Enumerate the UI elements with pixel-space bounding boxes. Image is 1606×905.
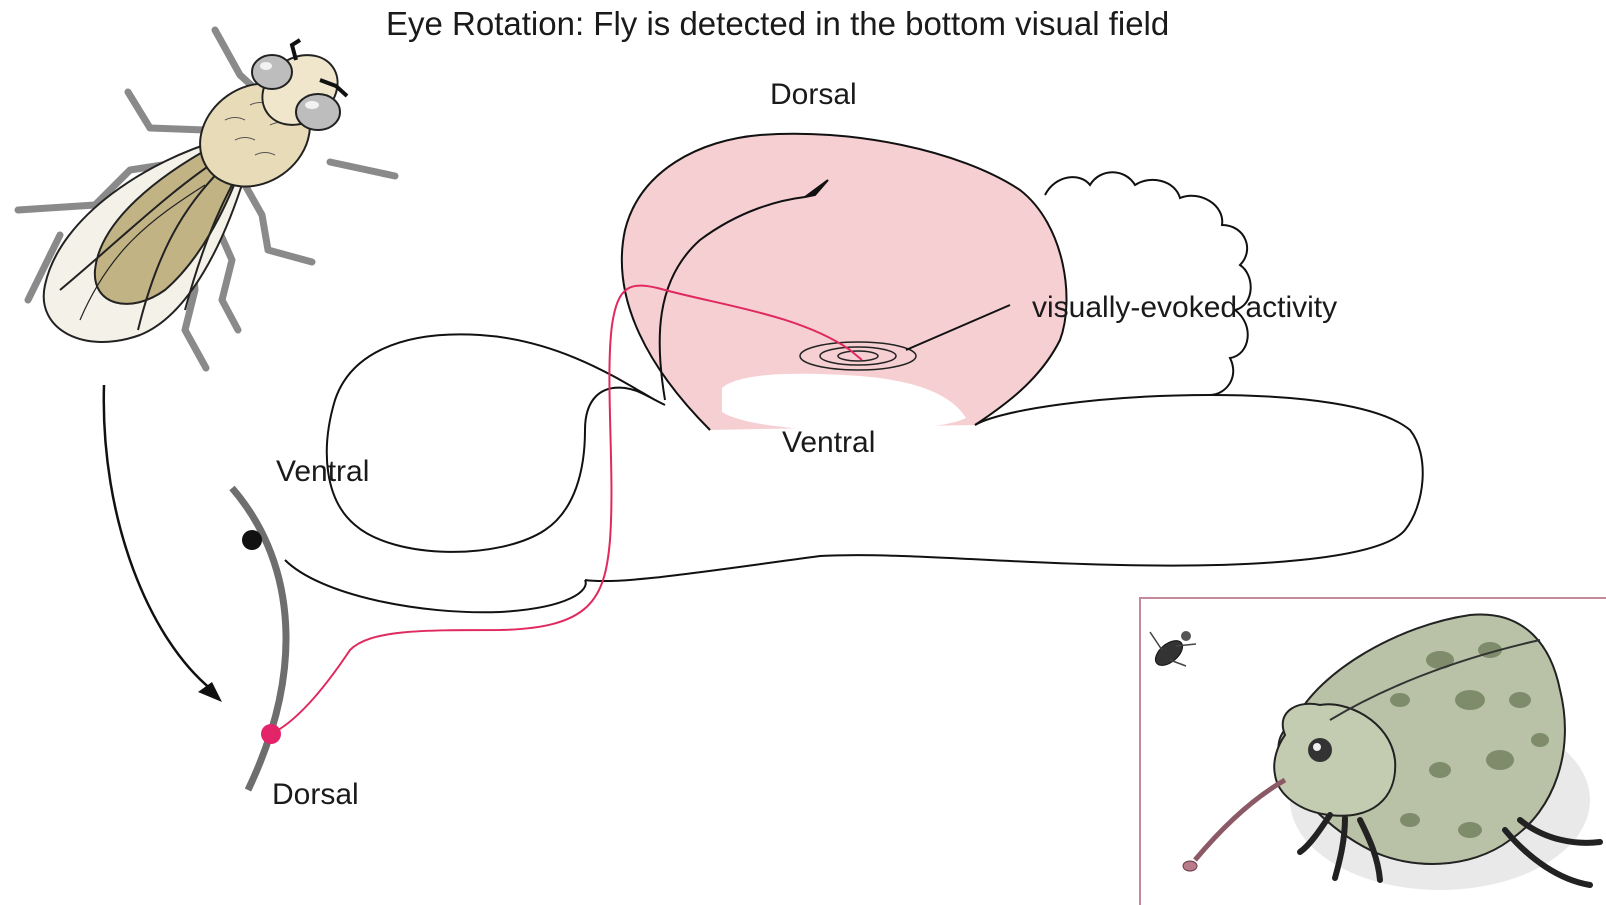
diagram-title: Eye Rotation: Fly is detected in the bot… xyxy=(386,5,1169,42)
small-fly-icon xyxy=(1150,631,1196,670)
tectum-ventral-label: Ventral xyxy=(782,426,875,459)
rotation-arrow xyxy=(104,385,222,702)
ventral-ganglion-cell xyxy=(242,530,262,550)
fly-drawing xyxy=(18,30,395,368)
activity-label: visually-evoked activity xyxy=(1032,291,1337,324)
retina-dorsal-label: Dorsal xyxy=(272,778,359,811)
brain-outline xyxy=(285,134,1423,613)
tectum-dorsal-label: Dorsal xyxy=(770,78,857,111)
frog-inset xyxy=(1140,598,1606,905)
retina-ventral-label: Ventral xyxy=(276,455,369,488)
